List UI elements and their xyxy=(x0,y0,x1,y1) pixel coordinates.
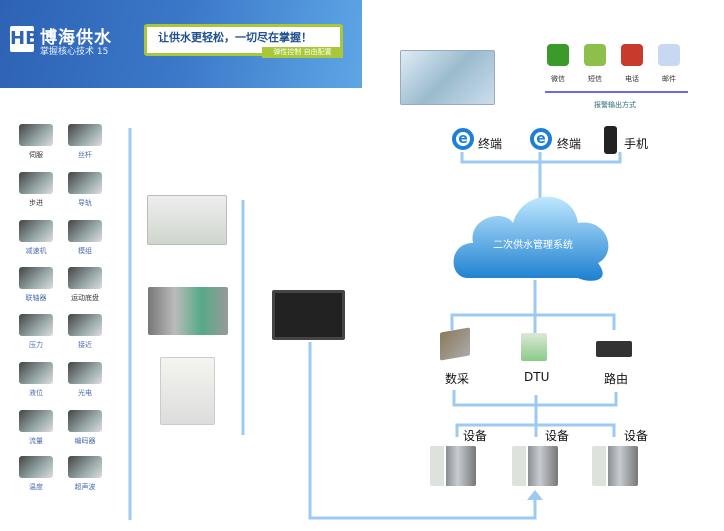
alert-label: 微信 xyxy=(551,75,565,83)
component-image xyxy=(19,172,53,194)
component-label: 超声波 xyxy=(74,483,96,491)
mobile-phone-icon xyxy=(604,126,617,154)
device-label: 设备 xyxy=(463,429,488,443)
dtu-image xyxy=(521,333,547,361)
terminal-label: 终端 xyxy=(557,137,582,151)
component-item: 运动底盘 xyxy=(62,267,108,303)
component-label: 伺服 xyxy=(29,151,43,159)
cloud-icon xyxy=(453,196,609,281)
terminal-label: 手机 xyxy=(624,137,649,151)
slogan: 让供水更轻松，一切尽在掌握！ xyxy=(158,31,312,44)
alert-item: 微信 xyxy=(538,44,578,84)
software-screenshot-image xyxy=(400,50,495,105)
component-label: 模组 xyxy=(78,247,92,255)
component-label: 运动底盘 xyxy=(71,294,99,302)
component-item: 减速机 xyxy=(13,220,59,256)
gateway-label: 数采 xyxy=(445,372,470,386)
plc-controller-image xyxy=(147,195,227,245)
component-image xyxy=(19,410,53,432)
component-image xyxy=(68,314,102,336)
component-image xyxy=(19,124,53,146)
component-image xyxy=(19,267,53,289)
brand-name: 博海供水 xyxy=(40,28,112,48)
component-image xyxy=(68,220,102,242)
alert-item: 邮件 xyxy=(649,44,689,84)
wechat-icon xyxy=(547,44,569,66)
component-image xyxy=(68,172,102,194)
envelope-icon xyxy=(584,44,606,66)
component-label: 丝杆 xyxy=(78,151,92,159)
cloud-label: 二次供水管理系统 xyxy=(493,240,573,251)
component-label: 流量 xyxy=(29,437,43,445)
component-item: 丝杆 xyxy=(62,124,108,160)
component-label: 步进 xyxy=(29,199,43,207)
device-bracket xyxy=(455,423,616,437)
component-item: 压力 xyxy=(13,314,59,350)
arrow-up-icon xyxy=(527,490,543,500)
slogan-tag: 弹性控制 自由配置 xyxy=(262,47,343,58)
terminal-label: 终端 xyxy=(478,137,503,151)
device-label: 设备 xyxy=(624,429,649,443)
component-item: 联轴器 xyxy=(13,267,59,303)
gateway-bracket xyxy=(450,313,616,330)
component-image xyxy=(68,410,102,432)
device-label: 设备 xyxy=(545,429,570,443)
alert-label: 电话 xyxy=(625,75,639,83)
component-item: 超声波 xyxy=(62,456,108,492)
component-image xyxy=(68,362,102,384)
component-image xyxy=(68,456,102,478)
component-item: 编码器 xyxy=(62,410,108,446)
phone-24-7-icon xyxy=(621,44,643,66)
component-item: 流量 xyxy=(13,410,59,446)
ie-browser-icon: e xyxy=(530,128,552,150)
alert-label: 短信 xyxy=(588,75,602,83)
component-item: 液位 xyxy=(13,362,59,398)
plc-module-image xyxy=(148,287,228,335)
inverter-image xyxy=(160,357,215,425)
data-collector-image xyxy=(440,327,470,361)
alert-label: 邮件 xyxy=(662,75,676,83)
email-at-icon xyxy=(658,44,680,66)
pump-equipment-image xyxy=(430,446,476,486)
router-image xyxy=(596,341,632,357)
component-item: 伺服 xyxy=(13,124,59,160)
gateway-label: 路由 xyxy=(604,372,629,386)
pump-equipment-image xyxy=(512,446,558,486)
alert-item: 短信 xyxy=(575,44,615,84)
component-label: 导轨 xyxy=(78,199,92,207)
component-label: 联轴器 xyxy=(25,294,47,302)
component-item: 光电 xyxy=(62,362,108,398)
brand-subtitle: 掌握核心技术 15 xyxy=(40,47,109,57)
component-item: 接近 xyxy=(62,314,108,350)
component-label: 接近 xyxy=(78,341,92,349)
component-item: 模组 xyxy=(62,220,108,256)
component-item: 导轨 xyxy=(62,172,108,208)
component-image xyxy=(68,124,102,146)
alert-caption: 报警输出方式 xyxy=(594,101,636,109)
component-item: 步进 xyxy=(13,172,59,208)
component-label: 减速机 xyxy=(25,247,47,255)
component-image xyxy=(19,456,53,478)
alert-item: 电话 xyxy=(612,44,652,84)
component-image xyxy=(19,362,53,384)
component-image xyxy=(19,314,53,336)
component-image xyxy=(19,220,53,242)
logo: HB xyxy=(10,26,39,52)
component-label: 光电 xyxy=(78,389,92,397)
component-label: 温度 xyxy=(29,483,43,491)
pump-equipment-image xyxy=(592,446,638,486)
component-image xyxy=(68,267,102,289)
component-label: 液位 xyxy=(29,389,43,397)
component-label: 压力 xyxy=(29,341,43,349)
component-label: 编码器 xyxy=(74,437,96,445)
hmi-touchscreen-image xyxy=(272,290,345,340)
hmi-to-device-line xyxy=(308,342,537,520)
component-item: 温度 xyxy=(13,456,59,492)
gateway-label: DTU xyxy=(524,370,550,384)
ie-browser-icon: e xyxy=(452,128,474,150)
